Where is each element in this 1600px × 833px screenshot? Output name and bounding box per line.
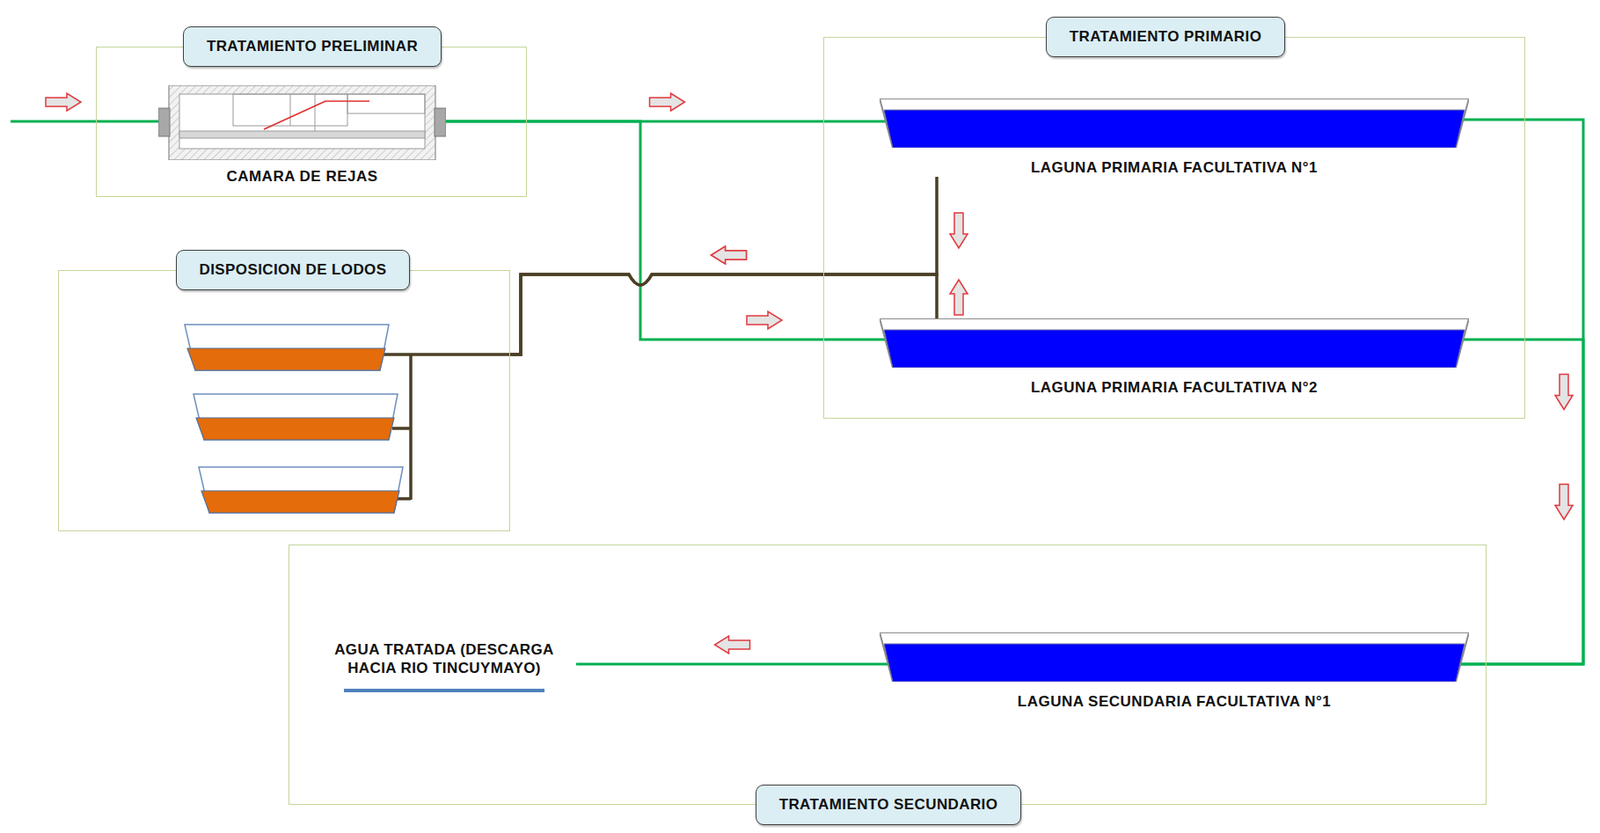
flow-arrow [711, 246, 747, 264]
flow-arrow [949, 212, 968, 249]
pipe-line [445, 121, 889, 340]
process-region: TRATAMIENTO SECUNDARIOLAGUNA SECUNDARIA … [288, 544, 1487, 805]
sludge-pipe [510, 176, 937, 355]
flow-arrow [949, 279, 968, 315]
screen-chamber: CAMARA DE REJAS [158, 85, 446, 186]
process-region: DISPOSICION DE LODOS [58, 270, 511, 532]
screen-chamber-drawing [158, 85, 446, 161]
flow-arrow [715, 635, 751, 654]
lagoon-basin [879, 632, 1469, 682]
facultative-lagoon: LAGUNA SECUNDARIA FACULTATIVA N°1 [879, 632, 1469, 711]
flow-arrow [45, 93, 81, 111]
drying-bed [198, 467, 403, 513]
flow-arrow [1555, 374, 1573, 410]
pipe-line [510, 274, 937, 355]
pipe-line [1460, 339, 1584, 665]
lagoon-basin [879, 318, 1469, 368]
facultative-lagoon: LAGUNA PRIMARIA FACULTATIVA N°2 [879, 318, 1469, 397]
section-heading: TRATAMIENTO SECUNDARIO [755, 784, 1023, 826]
outfall-label: AGUA TRATADA (DESCARGA HACIA RIO TINCUYM… [328, 640, 560, 679]
process-region: TRATAMIENTO PRELIMINARCAMARA DE REJAS [95, 46, 527, 198]
lagoon-basin [879, 98, 1469, 148]
drying-bed [193, 394, 398, 440]
flow-arrow [711, 246, 747, 264]
water-pipe [1460, 119, 1584, 665]
unit-label: LAGUNA SECUNDARIA FACULTATIVA N°1 [879, 693, 1469, 711]
flow-arrow [650, 93, 686, 111]
water-pipe [445, 93, 889, 122]
water-pipe [1460, 339, 1584, 665]
facultative-lagoon: LAGUNA PRIMARIA FACULTATIVA N°1 [879, 98, 1469, 177]
outfall: AGUA TRATADA (DESCARGA HACIA RIO TINCUYM… [312, 640, 577, 693]
flow-arrow [1555, 484, 1573, 520]
sludge-pipe [510, 246, 937, 355]
process-region: TRATAMIENTO PRIMARIOLAGUNA PRIMARIA FACU… [823, 36, 1526, 419]
pipe-line [1460, 119, 1584, 665]
unit-label: LAGUNA PRIMARIA FACULTATIVA N°1 [879, 159, 1469, 177]
section-heading: TRATAMIENTO PRELIMINAR [182, 26, 442, 67]
section-heading: TRATAMIENTO PRIMARIO [1045, 16, 1286, 58]
river-line [343, 688, 545, 693]
flow-arrow [746, 311, 782, 329]
water-pipe [576, 635, 889, 665]
pipe-line [510, 176, 937, 355]
unit-label: CAMARA DE REJAS [158, 168, 446, 186]
water-pipe [445, 121, 889, 340]
section-heading: DISPOSICION DE LODOS [175, 249, 411, 291]
unit-label: LAGUNA PRIMARIA FACULTATIVA N°2 [879, 379, 1469, 397]
inlet-pipe [10, 120, 161, 124]
drying-bed [184, 324, 389, 371]
sludge-manifold [383, 354, 511, 500]
pipe-line [576, 663, 889, 666]
